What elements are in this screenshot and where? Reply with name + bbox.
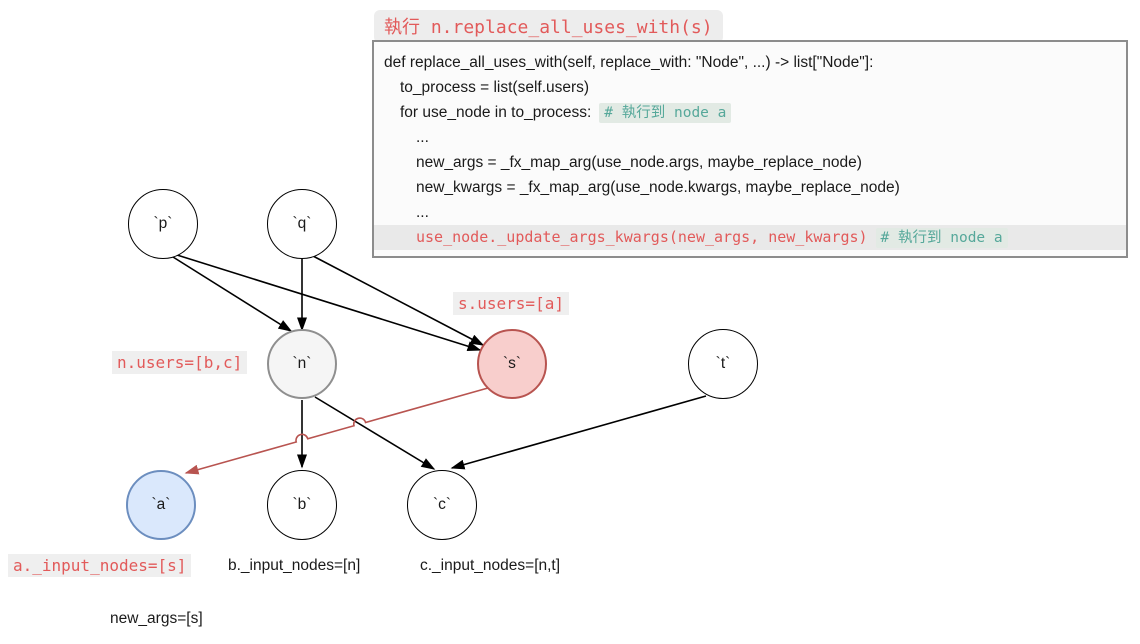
annotation-s-users: s.users=[a] — [453, 292, 569, 315]
edge-p-s — [176, 254, 482, 352]
node-label: `t` — [715, 355, 731, 372]
node-label: `s` — [502, 355, 522, 372]
code-line: ... — [374, 200, 1126, 225]
edge-q-s — [312, 255, 485, 346]
code-text: use_node._update_args_kwargs(new_args, n… — [416, 228, 868, 246]
node-label: `b` — [292, 496, 312, 513]
code-comment: # 執行到 node a — [599, 103, 732, 123]
node-label: `p` — [153, 215, 173, 232]
node-t: `t` — [688, 329, 758, 399]
edge-s-a — [184, 387, 489, 475]
code-line: ... — [374, 125, 1126, 150]
node-label: `q` — [292, 215, 312, 232]
annotation-a-input-nodes: a._input_nodes=[s] — [8, 554, 192, 577]
annotation-c-input-nodes: c._input_nodes=[n,t] — [420, 557, 561, 574]
node-b: `b` — [267, 470, 337, 540]
code-line: to_process = list(self.users) — [374, 75, 1126, 100]
code-text: def replace_all_uses_with(self, replace_… — [384, 54, 874, 71]
code-text: ... — [416, 204, 429, 221]
edge-n-c — [314, 396, 436, 470]
node-a: `a` — [126, 470, 196, 540]
node-s: `s` — [477, 329, 547, 399]
code-text: new_args = _fx_map_arg(use_node.args, ma… — [416, 154, 862, 171]
node-q: `q` — [267, 189, 337, 259]
code-line: for use_node in to_process: # 執行到 node a — [374, 100, 1126, 125]
node-label: `n` — [292, 355, 312, 372]
code-text: to_process = list(self.users) — [400, 79, 590, 96]
code-line: use_node._update_args_kwargs(new_args, n… — [374, 225, 1126, 250]
node-c: `c` — [407, 470, 477, 540]
node-n: `n` — [267, 329, 337, 399]
code-comment: # 執行到 node a — [875, 228, 1008, 248]
code-text: ... — [416, 129, 429, 146]
node-label: `a` — [151, 496, 171, 513]
annotation-b-input-nodes: b._input_nodes=[n] — [228, 557, 361, 574]
edges-group — [172, 254, 707, 475]
code-text: new_kwargs = _fx_map_arg(use_node.kwargs… — [416, 179, 900, 196]
code-line: new_args = _fx_map_arg(use_node.args, ma… — [374, 150, 1126, 175]
node-label: `c` — [432, 496, 452, 513]
code-line: new_kwargs = _fx_map_arg(use_node.kwargs… — [374, 175, 1126, 200]
code-text: for use_node in to_process: — [400, 104, 592, 121]
title-badge: 執行 n.replace_all_uses_with(s) — [374, 10, 723, 43]
code-line: def replace_all_uses_with(self, replace_… — [374, 50, 1126, 75]
node-p: `p` — [128, 189, 198, 259]
edge-p-n — [172, 256, 293, 332]
code-block: def replace_all_uses_with(self, replace_… — [372, 40, 1128, 258]
edge-t-c — [450, 395, 707, 470]
annotation-new-args: new_args=[s] — [110, 610, 203, 627]
annotation-n-users: n.users=[b,c] — [112, 351, 248, 374]
